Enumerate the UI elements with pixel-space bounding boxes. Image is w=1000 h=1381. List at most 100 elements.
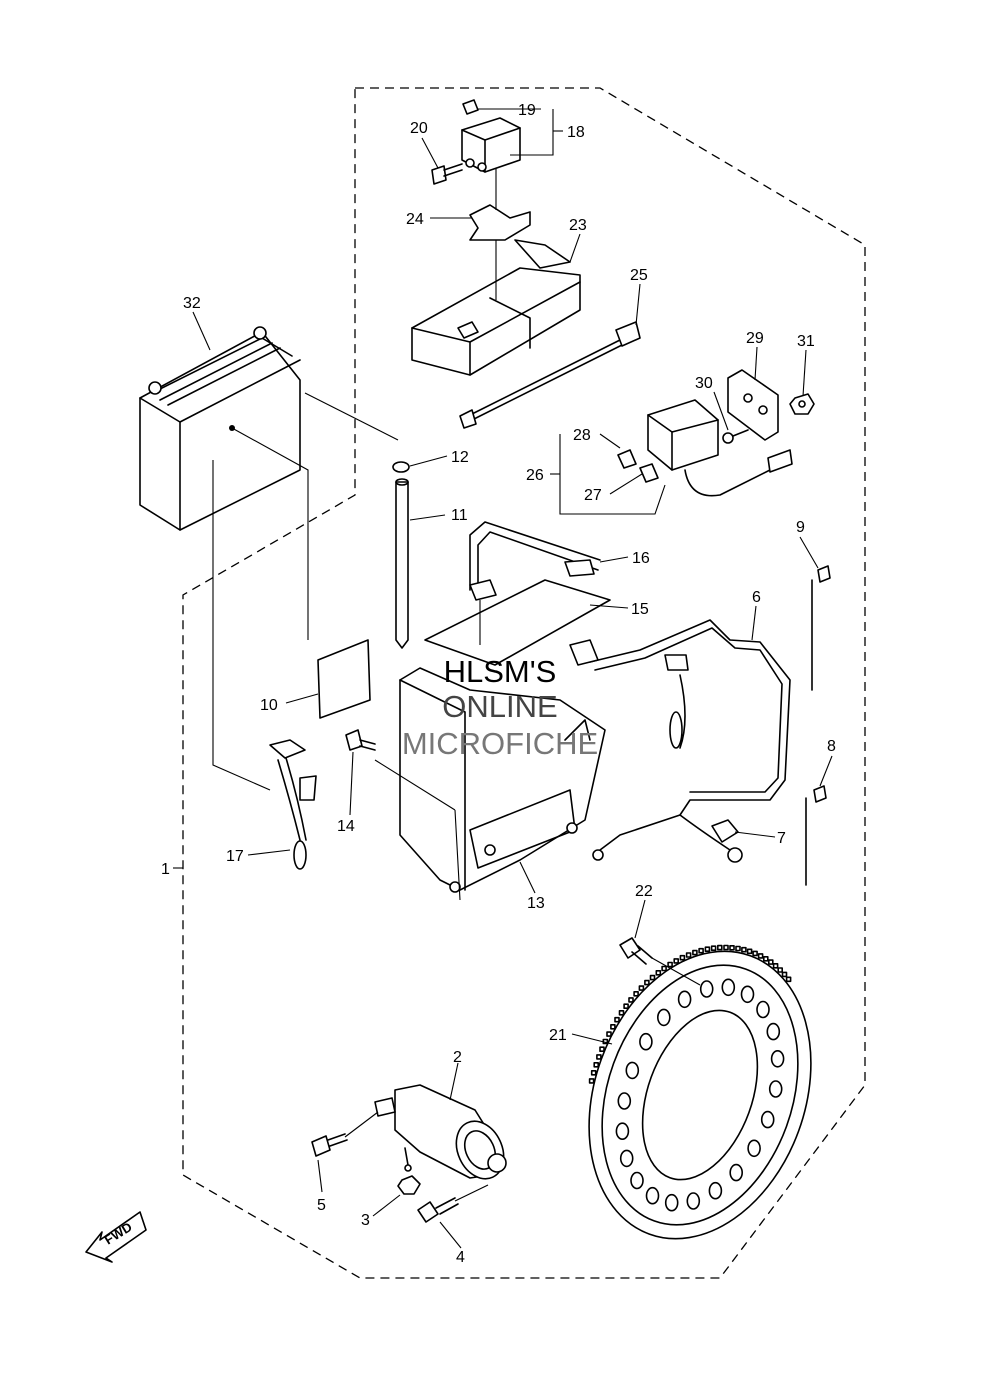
- label-10[interactable]: [317, 639, 371, 719]
- gear-tooth: [757, 953, 764, 959]
- fuse-box[interactable]: [647, 399, 793, 497]
- cable-tie-9[interactable]: [811, 565, 831, 691]
- breather-hose-11[interactable]: [395, 478, 409, 649]
- wheel-bolt-hole: [721, 978, 736, 997]
- gear-tooth: [661, 965, 667, 972]
- fuse-27[interactable]: [639, 463, 659, 483]
- callout-26: 26: [526, 467, 544, 484]
- callout-27: 27: [584, 487, 602, 504]
- wheel-bolt-hole: [699, 980, 714, 998]
- callout-12: 12: [451, 449, 469, 466]
- callout-13: 13: [527, 895, 545, 912]
- gear-tooth: [623, 1003, 629, 1010]
- bolt-5[interactable]: [311, 1133, 348, 1157]
- gear-tooth: [593, 1062, 600, 1068]
- gear-tooth: [704, 946, 711, 953]
- gear-tooth: [606, 1031, 612, 1037]
- bolt-20[interactable]: [431, 163, 463, 185]
- wheel-bolt-hole: [615, 1122, 630, 1140]
- callout-4: 4: [456, 1249, 465, 1266]
- wheel-bolt-hole: [747, 1139, 761, 1158]
- wheel-bolt-hole: [729, 1163, 744, 1182]
- gear-tooth: [644, 979, 650, 986]
- bolt-22[interactable]: [619, 937, 653, 965]
- callout-25: 25: [630, 267, 648, 284]
- callout-9: 9: [796, 519, 805, 536]
- cable-tie-8[interactable]: [805, 785, 827, 886]
- clamp-12[interactable]: [392, 461, 410, 473]
- starter-wheel-gear[interactable]: [551, 920, 850, 1270]
- callout-leaders: [173, 108, 833, 1249]
- bolt-4[interactable]: [417, 1197, 459, 1223]
- sheet-15[interactable]: [424, 579, 611, 666]
- gear-tooth: [685, 952, 692, 958]
- starter-motor[interactable]: [374, 1084, 513, 1186]
- gear-tooth: [762, 955, 769, 962]
- gear-tooth: [667, 961, 673, 968]
- gear-tooth: [767, 959, 774, 965]
- gear-tooth: [679, 954, 686, 961]
- wheel-bolt-hole: [740, 985, 755, 1004]
- gear-tooth: [729, 944, 735, 951]
- callout-20: 20: [410, 120, 428, 137]
- gear-tooth: [673, 958, 680, 964]
- callout-7: 7: [777, 830, 786, 847]
- callout-16: 16: [632, 550, 650, 567]
- wheel-bolt-hole: [768, 1080, 783, 1098]
- gear-tooth: [772, 962, 779, 969]
- callout-10: 10: [260, 697, 278, 714]
- nut-3[interactable]: [397, 1175, 421, 1195]
- fwd-direction-arrow: FWD: [85, 1211, 147, 1263]
- callout-3: 3: [361, 1212, 370, 1229]
- explode-lines: [344, 168, 701, 1202]
- callout-19: 19: [518, 102, 536, 119]
- negative-lead-17[interactable]: [269, 739, 317, 870]
- plate-29[interactable]: [727, 369, 779, 441]
- starter-cable-6[interactable]: [569, 619, 791, 863]
- callout-15: 15: [631, 601, 649, 618]
- gear-tooth: [599, 1046, 605, 1052]
- starter-relay[interactable]: [461, 99, 521, 173]
- wheel-bolt-hole: [656, 1008, 671, 1027]
- gear-tooth: [710, 945, 717, 952]
- battery[interactable]: [139, 326, 301, 531]
- battery-box-13[interactable]: [399, 667, 606, 893]
- wire-lead-25[interactable]: [459, 321, 641, 429]
- screw-30[interactable]: [722, 429, 749, 444]
- wheel-bolt-hole: [619, 1149, 634, 1168]
- wheel-bolt-hole: [625, 1061, 640, 1080]
- callout-1: 1: [161, 861, 170, 878]
- callout-28: 28: [573, 427, 591, 444]
- battery-wiring: [212, 392, 399, 791]
- callout-24: 24: [406, 211, 424, 228]
- gear-tooth: [618, 1009, 625, 1016]
- callout-29: 29: [746, 330, 764, 347]
- wheel-bolt-hole: [677, 990, 692, 1009]
- callout-17: 17: [226, 848, 244, 865]
- callout-numbers: 1 2 3 4 5 6 7 8 9 10 11 12 13 14 15 16 1…: [161, 102, 836, 1266]
- gear-tooth: [692, 949, 698, 956]
- nut-31[interactable]: [789, 393, 815, 415]
- fuse-28[interactable]: [617, 449, 637, 469]
- gear-tooth: [590, 1070, 597, 1076]
- battery-band-16[interactable]: [469, 521, 601, 601]
- wheel-bolt-hole: [756, 1000, 770, 1019]
- callout-11: 11: [451, 507, 468, 524]
- wheel-bolt-hole: [760, 1110, 775, 1129]
- bracket-24[interactable]: [469, 204, 531, 241]
- wheel-bolt-hole: [708, 1181, 723, 1200]
- gear-tooth: [638, 985, 645, 991]
- wheel-bolt-hole: [639, 1032, 653, 1051]
- watermark-line-1: HLSM'S: [444, 654, 557, 689]
- callout-32: 32: [183, 295, 201, 312]
- clamp-7[interactable]: [711, 819, 739, 843]
- bolt-14[interactable]: [345, 729, 376, 751]
- watermark-line-2: ONLINE: [442, 689, 557, 724]
- gear-tooth: [746, 948, 753, 955]
- gear-tooth: [588, 1078, 595, 1084]
- gear-tooth: [610, 1024, 616, 1030]
- callout-8: 8: [827, 738, 836, 755]
- gear-tooth: [716, 944, 723, 951]
- gear-tooth: [633, 990, 639, 997]
